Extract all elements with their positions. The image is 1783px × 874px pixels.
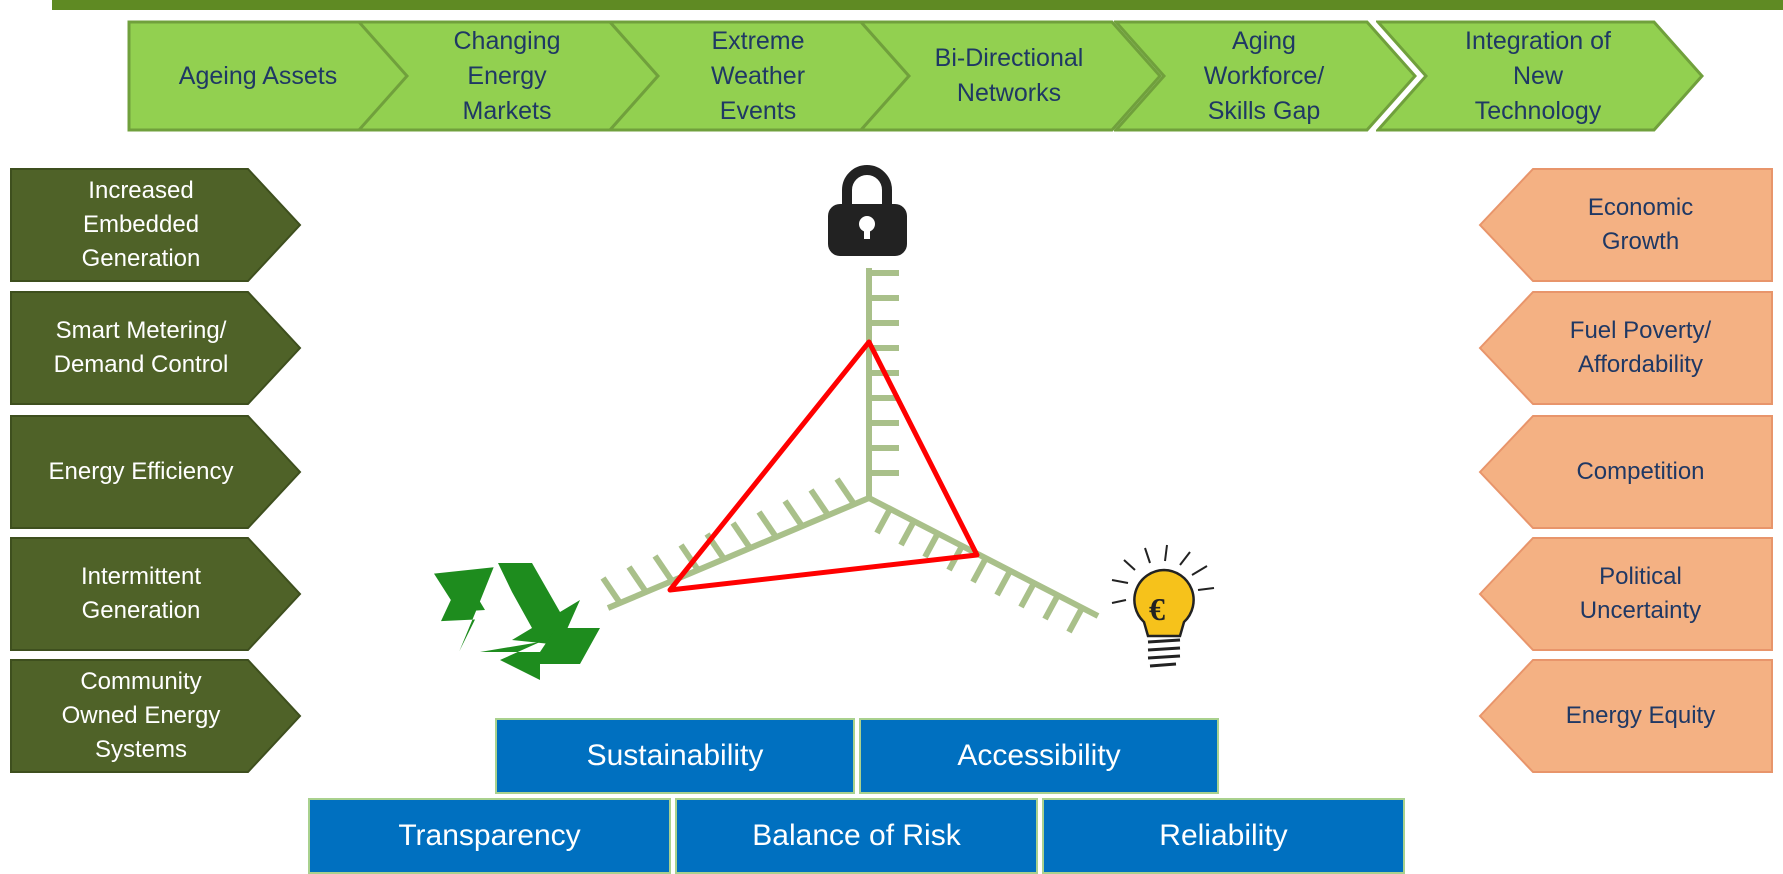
pentagon-shape: [1478, 415, 1773, 529]
left-factor-label: Community Owned Energy Systems: [61, 668, 221, 763]
chevron-shape: [1114, 20, 1418, 132]
right-factor-label: Economic Growth: [1587, 194, 1694, 255]
energy-trilemma-diagram: €: [433, 165, 1215, 680]
chevron-shape: [1376, 20, 1705, 132]
driver-label: Changing Energy Markets: [453, 26, 561, 125]
right-factor-label: Political Uncertainty: [1579, 563, 1702, 624]
driver-label: Bi-Directional Networks: [934, 44, 1084, 107]
left-factor-label: Increased Embedded Generation: [81, 177, 201, 272]
left-factor-energy-efficiency: Energy Efficiency: [10, 415, 302, 529]
driver-label: Aging Workforce/ Skills Gap: [1203, 26, 1325, 125]
left-factor-smart-metering: Smart Metering/ Demand Control: [10, 291, 302, 405]
pentagon-shape: [1478, 659, 1773, 773]
security-axis: [866, 268, 899, 498]
left-factor-label: Energy Efficiency: [48, 458, 234, 485]
padlock-icon: [828, 165, 907, 256]
top-banner-bar: [52, 0, 1783, 10]
right-factor-energy-equity: Energy Equity: [1478, 659, 1773, 773]
trilemma-triangle: [667, 339, 980, 593]
driver-chevron-integration-new-technology: Integration of New Technology: [1376, 20, 1706, 132]
pentagon-shape: [10, 659, 302, 773]
pentagon-shape: [1478, 168, 1773, 282]
right-factor-label: Competition: [1576, 458, 1705, 485]
pillar-reliability: Reliability: [1042, 798, 1405, 874]
left-factor-label: Intermittent Generation: [80, 563, 202, 624]
left-factor-intermittent-generation: Intermittent Generation: [10, 537, 302, 651]
right-factor-political-uncertainty: Political Uncertainty: [1478, 537, 1773, 651]
driver-chevron-bi-directional-networks: Bi-Directional Networks: [859, 20, 1164, 132]
left-factor-label: Smart Metering/ Demand Control: [53, 317, 229, 378]
left-factor-community-owned: Community Owned Energy Systems: [10, 659, 302, 773]
pentagon-shape: [10, 168, 302, 282]
pentagon-shape: [10, 291, 302, 405]
pillar-transparency: Transparency: [308, 798, 671, 874]
driver-chevron-changing-energy-markets: Changing Energy Markets: [357, 20, 662, 132]
driver-label: Ageing Assets: [178, 61, 338, 90]
pillar-accessibility: Accessibility: [859, 718, 1219, 794]
euro-symbol: €: [1149, 591, 1165, 627]
pentagon-shape: [1478, 291, 1773, 405]
right-factor-economic-growth: Economic Growth: [1478, 168, 1773, 282]
euro-lightbulb-icon: €: [1111, 544, 1215, 668]
right-factor-label: Fuel Poverty/ Affordability: [1569, 317, 1712, 378]
driver-chevron-extreme-weather-events: Extreme Weather Events: [608, 20, 913, 132]
pentagon-shape: [10, 415, 302, 529]
driver-label: Extreme Weather Events: [710, 26, 806, 125]
sustainability-axis: [600, 477, 871, 611]
chevron-shape: [859, 20, 1163, 132]
driver-chevron-aging-workforce: Aging Workforce/ Skills Gap: [1114, 20, 1419, 132]
pillar-balance-of-risk: Balance of Risk: [675, 798, 1038, 874]
recycle-icon: [433, 563, 600, 680]
right-factor-competition: Competition: [1478, 415, 1773, 529]
pentagon-shape: [10, 537, 302, 651]
left-factor-embedded-generation: Increased Embedded Generation: [10, 168, 302, 282]
pentagon-shape: [1478, 537, 1773, 651]
pillar-sustainability: Sustainability: [495, 718, 855, 794]
driver-label: Integration of New Technology: [1465, 26, 1611, 125]
right-factor-label: Energy Equity: [1565, 702, 1716, 729]
right-factor-fuel-poverty: Fuel Poverty/ Affordability: [1478, 291, 1773, 405]
